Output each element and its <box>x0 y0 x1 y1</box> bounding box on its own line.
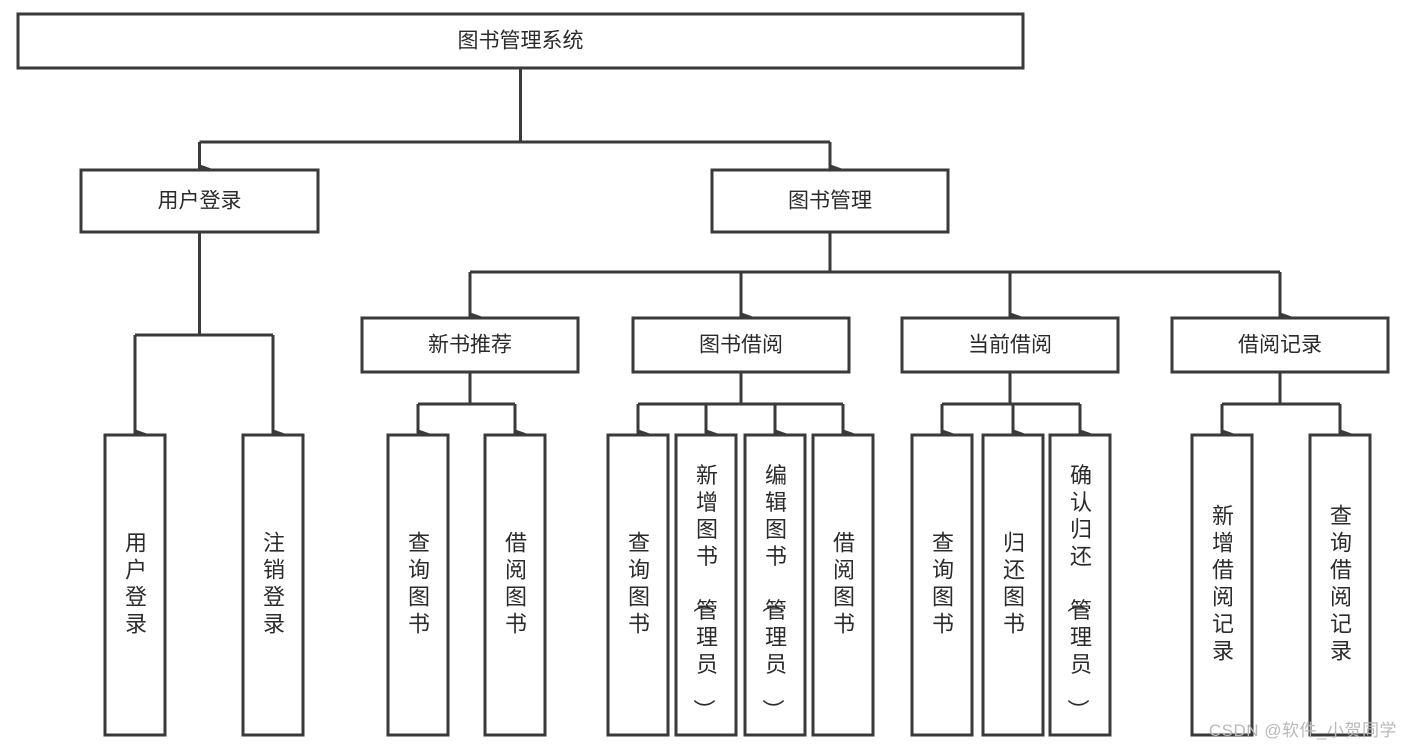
leaf-node-9[interactable]: 归还图书 <box>981 433 1045 737</box>
level2-node-0-box <box>79 168 320 234</box>
level2-node-0-label: 用户登录 <box>158 190 242 213</box>
leaf-node-9-box <box>981 433 1045 737</box>
leaf-node-2-box <box>386 433 450 737</box>
level3-node-2-label: 当前借阅 <box>968 334 1052 357</box>
root-node-system[interactable]: 图书管理系统 <box>16 12 1025 70</box>
leaf-node-2-label: 查询图书 <box>408 530 430 636</box>
level3-node-1-box <box>631 316 851 374</box>
leaf-node-11-box <box>1190 433 1254 737</box>
leaf-node-5[interactable]: 新增图书（管理员） <box>674 433 738 737</box>
level3-node-0-box <box>360 316 580 374</box>
leaf-node-4[interactable]: 查询图书 <box>606 433 670 737</box>
level2-node-1-label: 图书管理 <box>788 190 872 213</box>
root-node-system-box <box>16 12 1025 70</box>
leaf-node-12-box <box>1308 433 1372 737</box>
leaf-node-8-label: 查询图书 <box>932 530 954 636</box>
leaf-node-12-label: 查询借阅记录 <box>1330 503 1352 663</box>
level3-node-3[interactable]: 借阅记录 <box>1170 316 1390 374</box>
leaf-node-9-label: 归还图书 <box>1003 530 1025 636</box>
leaf-node-5-label: 新增图书（管理员） <box>691 463 718 721</box>
leaf-node-12[interactable]: 查询借阅记录 <box>1308 433 1372 737</box>
leaf-node-6-box <box>743 433 807 737</box>
csdn-watermark: CSDN @软件_小贺同学 <box>1208 721 1397 740</box>
level2-node-0[interactable]: 用户登录 <box>79 168 320 234</box>
leaf-node-4-label: 查询图书 <box>628 530 650 636</box>
level2-node-1-box <box>710 168 950 234</box>
leaf-node-6-label: 编辑图书（管理员） <box>760 463 787 721</box>
leaf-node-1[interactable]: 注销登录 <box>241 433 305 737</box>
connector-layer <box>133 68 1353 439</box>
node-layer: 图书管理系统用户登录图书管理新书推荐图书借阅当前借阅借阅记录用户登录注销登录查询… <box>16 12 1390 737</box>
leaf-node-10-box <box>1048 433 1112 737</box>
leaf-node-10-label: 确认归还（管理员） <box>1065 463 1092 721</box>
leaf-node-3[interactable]: 借阅图书 <box>483 433 547 737</box>
root-node-system-label: 图书管理系统 <box>458 30 584 53</box>
leaf-node-6[interactable]: 编辑图书（管理员） <box>743 433 807 737</box>
level3-node-3-box <box>1170 316 1390 374</box>
level3-node-1[interactable]: 图书借阅 <box>631 316 851 374</box>
leaf-node-3-label: 借阅图书 <box>505 530 527 636</box>
level3-node-1-label: 图书借阅 <box>699 334 783 357</box>
leaf-node-5-box <box>674 433 738 737</box>
leaf-node-0[interactable]: 用户登录 <box>103 433 167 737</box>
leaf-node-0-label: 用户登录 <box>125 530 147 636</box>
level3-node-0[interactable]: 新书推荐 <box>360 316 580 374</box>
leaf-node-1-label: 注销登录 <box>263 530 285 636</box>
leaf-node-1-box <box>241 433 305 737</box>
leaf-node-7-label: 借阅图书 <box>833 530 855 636</box>
leaf-node-8[interactable]: 查询图书 <box>910 433 974 737</box>
leaf-node-10[interactable]: 确认归还（管理员） <box>1048 433 1112 737</box>
leaf-node-2[interactable]: 查询图书 <box>386 433 450 737</box>
leaf-node-7-box <box>811 433 875 737</box>
level3-node-0-label: 新书推荐 <box>428 334 512 357</box>
leaf-node-4-box <box>606 433 670 737</box>
leaf-node-11[interactable]: 新增借阅记录 <box>1190 433 1254 737</box>
level2-node-1[interactable]: 图书管理 <box>710 168 950 234</box>
level3-node-2-box <box>900 316 1120 374</box>
leaf-node-8-box <box>910 433 974 737</box>
level3-node-3-label: 借阅记录 <box>1238 334 1322 357</box>
leaf-node-7[interactable]: 借阅图书 <box>811 433 875 737</box>
leaf-node-0-box <box>103 433 167 737</box>
level3-node-2[interactable]: 当前借阅 <box>900 316 1120 374</box>
leaf-node-3-box <box>483 433 547 737</box>
leaf-node-11-label: 新增借阅记录 <box>1212 503 1234 663</box>
